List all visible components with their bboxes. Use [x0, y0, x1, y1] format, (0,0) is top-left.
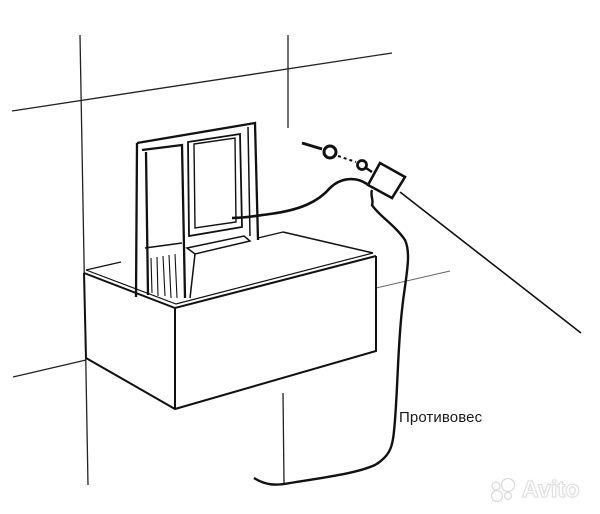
antenna-mast: [399, 191, 582, 334]
avito-watermark-text: Avito: [522, 476, 580, 503]
avito-watermark: Avito: [489, 476, 580, 503]
feed-cable: [231, 177, 368, 220]
balcony-box: [83, 231, 377, 411]
counterweight-wire: [253, 189, 410, 486]
insulator-rings: [301, 141, 373, 174]
balcony-door: [134, 121, 260, 299]
counterweight-label: Противовес: [399, 409, 483, 426]
avito-dots-icon: [490, 477, 516, 502]
wall-grid-lines: [11, 34, 451, 486]
antenna-box: [366, 161, 407, 200]
